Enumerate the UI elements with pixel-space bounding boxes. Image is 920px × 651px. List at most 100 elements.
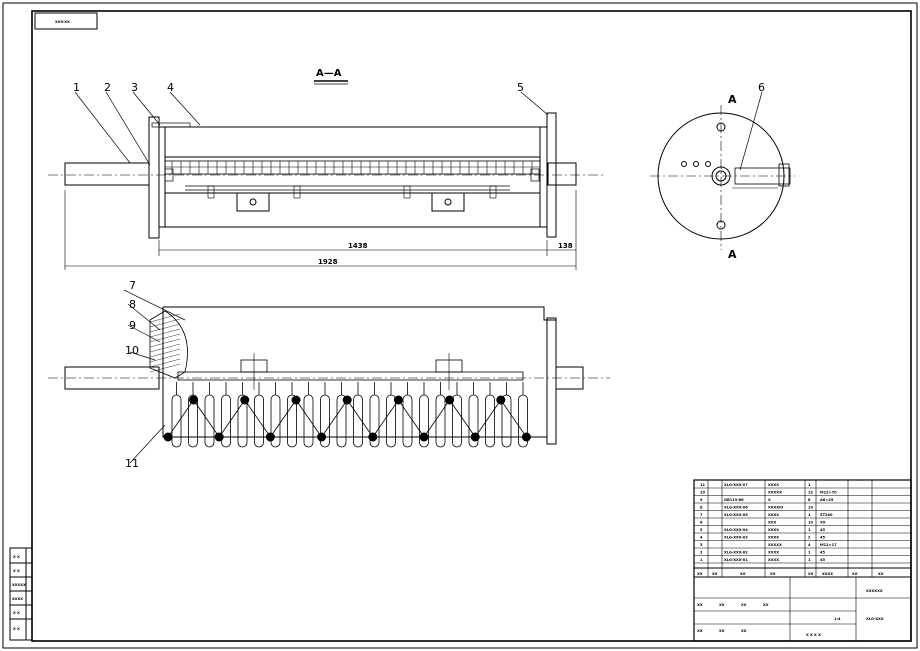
bom-cell: 45 xyxy=(820,551,826,555)
part-label-10: 10 xyxy=(125,344,139,357)
slot xyxy=(435,394,446,448)
belt-knot xyxy=(470,432,480,442)
bom-cell: 10 xyxy=(700,491,706,495)
hatch-line xyxy=(149,328,181,338)
bom-cell: 2 xyxy=(808,536,811,540)
signature-label: XX xyxy=(741,603,747,607)
belt-knot xyxy=(445,395,455,405)
belt-knot xyxy=(317,432,327,442)
bom-header-cell: XX xyxy=(852,572,858,576)
bom-header-cell: XX xyxy=(770,572,776,576)
slot xyxy=(303,394,314,448)
bom-cell: A6×25 xyxy=(820,498,834,502)
belt-knot xyxy=(265,432,275,442)
belt-knot xyxy=(291,395,301,405)
bom-cell: 9 xyxy=(700,498,703,502)
bom-cell: XLG-XXX-03 xyxy=(724,536,748,540)
bom-cell: XLG-XXX-07 xyxy=(724,483,748,487)
part-label-1: 1 xyxy=(73,81,80,94)
bom-cell: XLG-XXX-06 xyxy=(724,506,748,510)
belt-knot xyxy=(521,432,531,442)
bom-cell: XLG-XXX-04 xyxy=(724,528,748,532)
bom-cell: 10 xyxy=(808,506,814,510)
bom-cell: 1 xyxy=(808,528,811,532)
drawing-number: XLG-XXX xyxy=(866,617,884,621)
bom-cell: XX xyxy=(820,521,826,525)
side-label-4: XXXX xyxy=(12,597,23,601)
bom-cell: 10 xyxy=(808,521,814,525)
side-label-3: XXXXX xyxy=(12,583,26,587)
drawing-scale: 1:4 xyxy=(834,617,841,621)
inner-border xyxy=(31,10,912,642)
signature-label: XX xyxy=(697,603,703,607)
bom-cell: XLG-XXX-05 xyxy=(724,513,748,517)
slot xyxy=(485,394,495,448)
signature-label: XX xyxy=(719,603,725,607)
side-block: X X X X XXXXX XXXX X X X X xyxy=(9,547,33,641)
belt-knot xyxy=(496,395,506,405)
bom-cell: XXXXX xyxy=(768,543,782,547)
part-label-3: 3 xyxy=(131,81,138,94)
bom-cell: 3 xyxy=(700,543,703,547)
side-label-5: X X xyxy=(13,611,20,615)
bom-cell: 5 xyxy=(700,528,703,532)
slot xyxy=(402,394,413,448)
belt-knot xyxy=(240,395,250,405)
bom-cell: 7 xyxy=(700,513,703,517)
bom-cell: 8 xyxy=(700,506,703,510)
part-label-5: 5 xyxy=(517,81,524,94)
bom-cell: XLG-XXX-01 xyxy=(724,558,748,562)
bom-cell: GB119-86 xyxy=(724,498,744,502)
part-label-8: 8 xyxy=(129,298,136,311)
bom-cell: XXXX xyxy=(768,513,779,517)
hatch-line xyxy=(149,343,181,353)
bom-cell: X xyxy=(768,498,771,502)
part-label-7: 7 xyxy=(129,279,136,292)
bom-header-cell: XX xyxy=(697,572,703,576)
bom-cell: 6 xyxy=(700,521,703,525)
bom-header-cell: XXXX xyxy=(822,572,833,576)
view-mark-bottom: A xyxy=(728,248,737,261)
hatch-line xyxy=(149,338,181,348)
bom-cell: 1 xyxy=(808,483,811,487)
front-view xyxy=(48,306,610,448)
belt-knot xyxy=(189,395,199,405)
bom-cell: 45 xyxy=(820,528,826,532)
part-label-6: 6 xyxy=(758,81,765,94)
bom-cell: ZT200 xyxy=(820,513,833,517)
slot xyxy=(386,394,396,448)
bom-cell: M12×70 xyxy=(820,491,837,495)
bom-cell: 1 xyxy=(808,513,811,517)
section-view xyxy=(48,112,605,239)
belt-knot xyxy=(214,432,224,442)
bom-cell: M12×17 xyxy=(820,543,837,547)
part-label-4: 4 xyxy=(167,81,174,94)
signature-label: XX xyxy=(741,629,747,633)
bom-cell: XXXX xyxy=(768,558,779,562)
bom-cell: XXXXIII xyxy=(768,506,783,510)
hatch-line xyxy=(149,333,181,343)
bom-cell: 11 xyxy=(700,483,706,487)
hatch-line xyxy=(149,323,181,333)
hatch-line xyxy=(149,353,181,363)
bom-cell: 1 xyxy=(808,558,811,562)
bom-cell: 12 xyxy=(808,491,814,495)
bom-header-cell: XX xyxy=(808,572,814,576)
bom-cell: 1 xyxy=(700,558,703,562)
slot xyxy=(353,394,363,448)
dim-overall-length: 1928 xyxy=(318,258,338,266)
view-mark-top: A xyxy=(728,93,737,106)
side-label-2: X X xyxy=(13,569,20,573)
slot xyxy=(452,394,462,448)
bom-cell: 4 xyxy=(700,536,703,540)
part-label-2: 2 xyxy=(104,81,111,94)
dim-inner-length: 1438 xyxy=(348,242,368,250)
bom-cell: 2 xyxy=(700,551,703,555)
part-label-11: 11 xyxy=(125,457,139,470)
bom-cell: 45 xyxy=(820,536,826,540)
belt-knot xyxy=(368,432,378,442)
bom-cell: XLG-XXX-02 xyxy=(724,551,748,555)
